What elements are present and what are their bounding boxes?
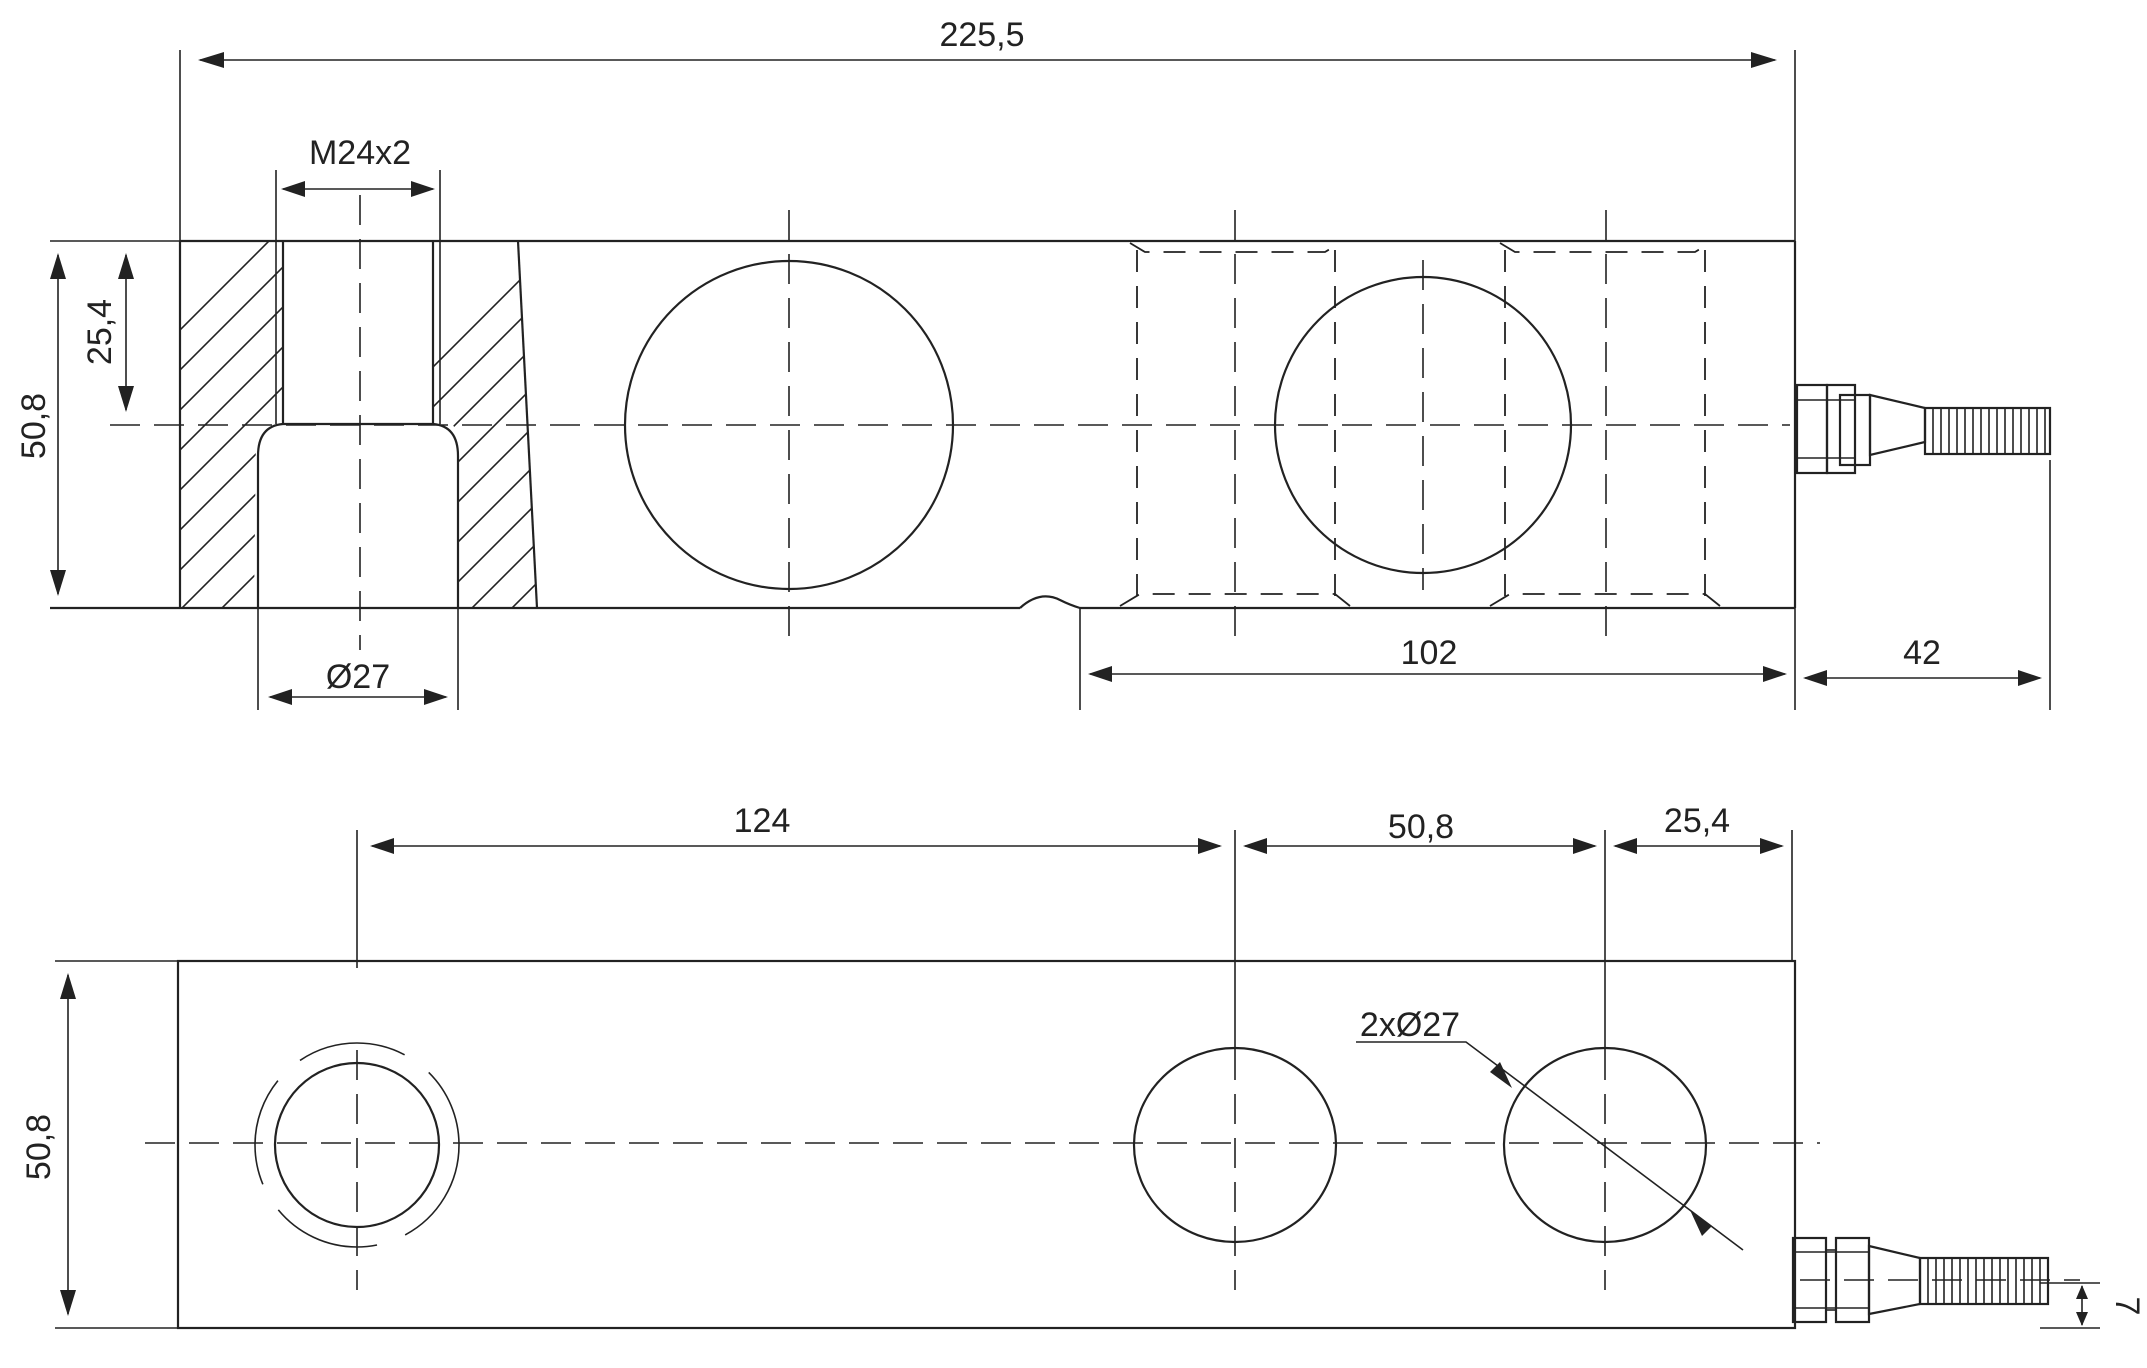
label-hole-pitch: 50,8 xyxy=(1388,808,1454,846)
dim-span-124 xyxy=(370,838,1222,854)
cable-gland-top xyxy=(1795,383,2052,475)
label-span-102: 102 xyxy=(1401,634,1458,672)
label-height-top: 50,8 xyxy=(15,393,53,459)
bore-right-wall xyxy=(283,422,460,608)
dim-end-to-hole xyxy=(1613,838,1784,854)
hidden-pockets xyxy=(1119,242,1721,607)
label-end-to-hole: 25,4 xyxy=(1664,802,1730,840)
bore-left-wall xyxy=(256,422,284,608)
dim-height-side xyxy=(60,973,76,1316)
label-overall-length: 225,5 xyxy=(939,16,1024,54)
top-view: 225,5 M24x2 25,4 50,8 Ø27 xyxy=(15,16,2052,710)
dim-bore-diameter xyxy=(268,689,448,705)
section-hatch-right xyxy=(433,241,537,608)
through-hole-a xyxy=(1132,1046,1338,1244)
label-bore-depth: 25,4 xyxy=(81,299,119,365)
label-height-side: 50,8 xyxy=(20,1114,58,1180)
top-view-notch xyxy=(1019,595,1081,610)
side-view-body xyxy=(176,959,1797,1330)
threaded-hole-thread-arc xyxy=(254,1042,460,1248)
label-thread: M24x2 xyxy=(309,134,411,172)
dim-cable-length xyxy=(1803,670,2042,686)
dim-overall-length xyxy=(198,52,1777,68)
label-span-124: 124 xyxy=(734,802,791,840)
dim-thread xyxy=(281,181,435,197)
dim-hole-pitch xyxy=(1243,838,1597,854)
label-cable-length: 42 xyxy=(1903,634,1941,672)
section-hatch-left xyxy=(180,241,283,608)
label-bore-diameter: Ø27 xyxy=(326,658,390,696)
label-hole-callout: 2xØ27 xyxy=(1360,1006,1460,1044)
through-hole-b xyxy=(1502,1046,1708,1244)
hole-callout-leader xyxy=(1356,1041,1744,1251)
label-cable-offset: 7 xyxy=(2108,1297,2146,1316)
dim-cable-offset xyxy=(2040,1282,2100,1329)
dim-span-102 xyxy=(1088,666,1787,682)
dim-bore-depth xyxy=(118,253,134,412)
hole-1-circle xyxy=(623,259,955,591)
threaded-hole-circle xyxy=(273,1061,441,1229)
side-view: 2xØ27 xyxy=(20,802,2146,1330)
cable-gland-side xyxy=(1791,1236,2080,1324)
dim-height-top xyxy=(50,253,66,596)
